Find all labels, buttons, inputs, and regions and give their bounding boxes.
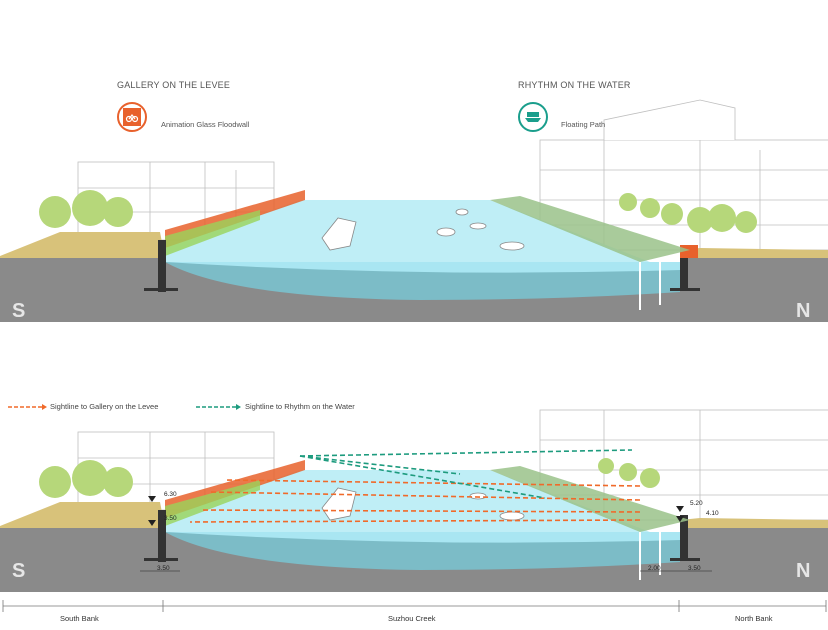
dim-north-width-b: 3.50 — [688, 565, 701, 572]
north-letter-bottom: N — [796, 560, 811, 582]
bicycle-icon — [123, 108, 141, 126]
boat-icon — [525, 112, 541, 122]
north-bank-label: North Bank — [735, 614, 773, 623]
creek-label: Suzhou Creek — [388, 614, 436, 623]
north-letter-top: N — [796, 300, 811, 322]
south-letter-bottom: S — [12, 560, 26, 582]
bottom-section — [0, 404, 828, 592]
north-trees-top — [619, 193, 757, 233]
gallery-badge — [117, 102, 147, 132]
dim-north-low: 4.10 — [706, 510, 719, 517]
south-bank-label: South Bank — [60, 614, 99, 623]
top-section — [0, 99, 828, 322]
sightlines-gallery — [189, 479, 641, 523]
boats-top — [321, 208, 525, 251]
dim-north-top: 5.20 — [690, 500, 703, 507]
gallery-heading: GALLERY ON THE LEVEE — [117, 80, 231, 90]
dim-south-width: 3.50 — [157, 565, 170, 572]
north-bank-top — [680, 248, 828, 258]
floating-path-top — [490, 196, 690, 262]
dim-north-width-a: 2.00 — [648, 565, 661, 572]
dim-south-top: 6.30 — [164, 491, 177, 498]
dim-south-low: 3.50 — [164, 515, 177, 522]
rhythm-heading: RHYTHM ON THE WATER — [518, 80, 631, 90]
rhythm-item-label: Floating Path — [561, 120, 606, 129]
dim-markers-north — [640, 506, 712, 572]
rhythm-badge — [518, 102, 548, 132]
south-bank-top — [0, 232, 165, 258]
sightlines-rhythm — [299, 449, 633, 499]
dim-markers-south — [140, 496, 180, 572]
bank-scale — [2, 600, 827, 612]
gallery-item-label: Animation Glass Floodwall — [161, 120, 250, 129]
legend-rhythm: Sightline to Rhythm on the Water — [245, 402, 355, 411]
south-trees-top — [39, 190, 133, 228]
south-letter-top: S — [12, 300, 26, 322]
legend-gallery: Sightline to Gallery on the Levee — [50, 402, 159, 411]
